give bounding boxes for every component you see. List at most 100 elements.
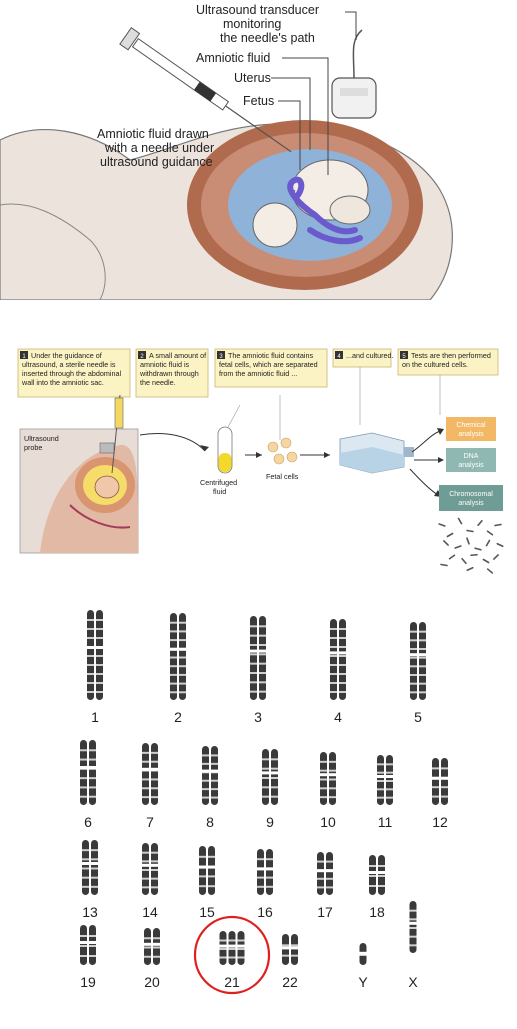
drawn-label-3: ultrasound guidance bbox=[100, 155, 213, 169]
step-3-text-3: from the amniotic fluid ... bbox=[219, 369, 297, 378]
chromosome-fragment bbox=[466, 566, 474, 572]
chromosome-22 bbox=[281, 934, 299, 965]
chromosome-20 bbox=[143, 928, 161, 965]
fetal-cells-label: Fetal cells bbox=[266, 472, 299, 481]
chromosome-label: X bbox=[408, 974, 418, 990]
chromosome-label: 21 bbox=[224, 974, 240, 990]
chromosomal-analysis-box: Chromosomal analysis bbox=[439, 485, 503, 511]
chromosome-label: 9 bbox=[266, 814, 274, 830]
chromosome-fragment bbox=[448, 554, 456, 560]
step-2-text-2: amniotic fluid is bbox=[140, 360, 190, 369]
chromosome-fragment bbox=[470, 553, 478, 557]
chromosome-17 bbox=[316, 852, 334, 895]
chromosome-fragment bbox=[485, 539, 491, 547]
chromosome-label: 7 bbox=[146, 814, 154, 830]
fetus-label: Fetus bbox=[243, 94, 274, 108]
transducer-label-1: Ultrasound transducer bbox=[196, 3, 319, 17]
chromosome-label: 14 bbox=[142, 904, 158, 920]
step-1-number: 1 bbox=[22, 354, 26, 360]
step-3-text-1: The amniotic fluid contains bbox=[228, 351, 314, 360]
fetal-cells: Fetal cells bbox=[266, 437, 299, 481]
chromosome-15 bbox=[198, 846, 216, 895]
ultrasound-probe-illustration: Ultrasound probe bbox=[19, 394, 139, 554]
chromosome-label: 22 bbox=[282, 974, 298, 990]
step-box-3: 3 The amniotic fluid contains fetal cell… bbox=[214, 348, 328, 388]
chromosome-label: 17 bbox=[317, 904, 333, 920]
chromosome-label: 16 bbox=[257, 904, 273, 920]
step-2-number: 2 bbox=[140, 354, 144, 360]
chromosome-label: 18 bbox=[369, 904, 385, 920]
step-1-text-2: ultrasound, a sterile needle is bbox=[22, 360, 116, 369]
chromosome-fragment bbox=[443, 540, 449, 546]
chromosome-10 bbox=[319, 752, 337, 805]
drawn-label-2: with a needle under bbox=[104, 141, 214, 155]
chromosome-label: 11 bbox=[378, 814, 393, 830]
chromosome-fragment bbox=[482, 558, 490, 564]
chromosome-19 bbox=[79, 925, 97, 965]
chromosome-fragment bbox=[477, 519, 483, 527]
chromosome-label: 10 bbox=[320, 814, 336, 830]
chromosome-fragment bbox=[474, 547, 482, 551]
step-4-text-1: ...and cultured. bbox=[346, 351, 394, 360]
chromosome-label: 8 bbox=[206, 814, 214, 830]
step-2-text-1: A small amount of bbox=[149, 351, 206, 360]
transducer-label-2: monitoring bbox=[223, 17, 281, 31]
step-4-number: 4 bbox=[337, 354, 341, 360]
chromosome-spread bbox=[438, 517, 504, 574]
step-box-5: 5 Tests are then performed on the cultur… bbox=[397, 348, 499, 376]
step-5-text-1: Tests are then performed bbox=[411, 351, 491, 360]
dna-analysis-box: DNA analysis bbox=[446, 448, 496, 472]
step-box-4: 4 ...and cultured. bbox=[332, 348, 394, 368]
chromosome-label: 15 bbox=[199, 904, 215, 920]
chromosome-label: 12 bbox=[432, 814, 448, 830]
step-5-text-2: on the cultured cells. bbox=[402, 360, 468, 369]
chromosome-12 bbox=[431, 758, 449, 805]
chromosome-3 bbox=[249, 616, 267, 700]
chromosome-fragment bbox=[486, 530, 494, 536]
chromosome-Y bbox=[359, 943, 367, 965]
step-3-text-2: fetal cells, which are separated bbox=[219, 360, 318, 369]
chromosome-13 bbox=[81, 840, 99, 895]
chromosome-fragment bbox=[466, 537, 470, 545]
chromosome-label: 1 bbox=[91, 709, 99, 725]
chromosome-1 bbox=[86, 610, 104, 700]
chromosome-6 bbox=[79, 740, 97, 805]
chromosome-fragment bbox=[457, 517, 463, 525]
amniotic-fluid-label: Amniotic fluid bbox=[196, 51, 270, 65]
chromosome-fragment bbox=[438, 523, 446, 527]
probe-label-2: probe bbox=[24, 443, 42, 452]
chemical-analysis-label-2: analysis bbox=[458, 431, 484, 438]
chromosome-label: 3 bbox=[254, 709, 262, 725]
chromosome-fragment bbox=[446, 532, 454, 538]
chromosome-fragment bbox=[494, 523, 502, 527]
chromosome-21 bbox=[219, 931, 245, 965]
chromosome-2 bbox=[169, 613, 187, 700]
centrifuged-label-1: Centrifuged bbox=[200, 478, 237, 487]
chromosome-fragment bbox=[486, 568, 494, 574]
chromosome-fragment bbox=[496, 542, 504, 548]
step-2-text-3: withdrawn through bbox=[139, 369, 199, 378]
amniocentesis-process-diagram: 1 Under the guidance of ultrasound, a st… bbox=[0, 335, 517, 580]
fetus-shape bbox=[252, 159, 371, 248]
chemical-analysis-label-1: Chemical bbox=[456, 422, 486, 429]
syringe bbox=[119, 27, 292, 153]
chromosome-4 bbox=[329, 619, 347, 700]
chromosome-fragment bbox=[454, 545, 462, 549]
step-1-text-1: Under the guidance of bbox=[31, 351, 102, 360]
chromosome-14 bbox=[141, 843, 159, 895]
step-2-text-4: the needle. bbox=[140, 378, 176, 387]
chromosome-16 bbox=[256, 849, 274, 895]
centrifuge-tube: Centrifuged fluid bbox=[200, 426, 237, 496]
chromosome-18 bbox=[368, 855, 386, 895]
chromosome-label: 4 bbox=[334, 709, 342, 725]
chromosome-fragment bbox=[440, 563, 448, 567]
chromosome-8 bbox=[201, 746, 219, 805]
chromosome-label: 19 bbox=[80, 974, 96, 990]
dna-analysis-label-2: analysis bbox=[458, 462, 484, 469]
chromosome-label: 6 bbox=[84, 814, 92, 830]
drawn-label-1: Amniotic fluid drawn bbox=[97, 127, 209, 141]
umbilical-cord bbox=[287, 176, 358, 235]
chromosome-X bbox=[409, 901, 417, 953]
